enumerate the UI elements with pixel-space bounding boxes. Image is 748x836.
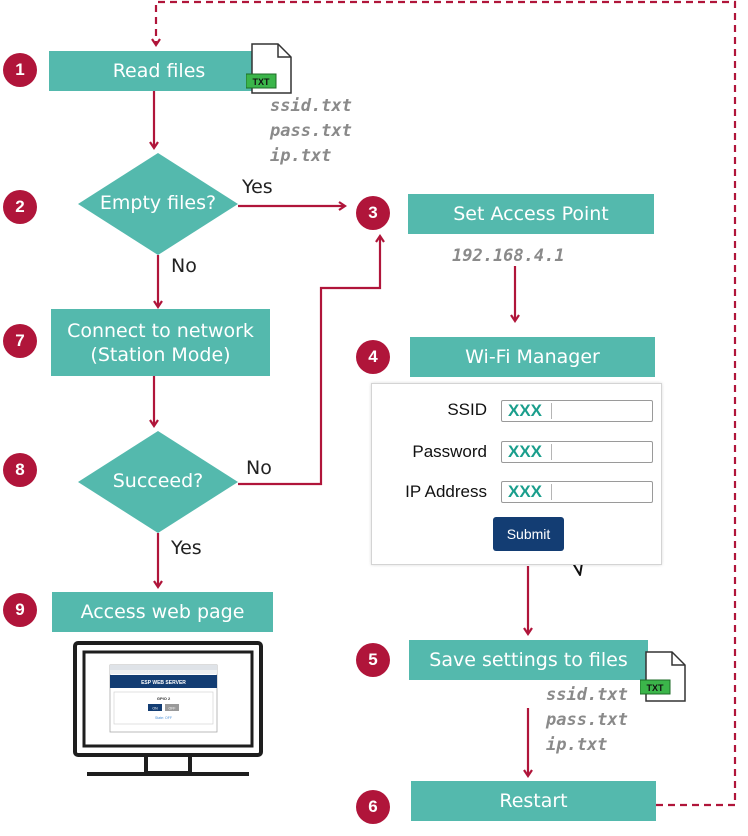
ip-address-caret [551, 484, 552, 500]
step-connect-to-network: Connect to network (Station Mode) [51, 309, 270, 376]
step-number-9: 9 [3, 593, 37, 627]
step-number-7: 7 [3, 324, 37, 358]
step-access-web-page: Access web page [52, 592, 273, 632]
ip-address-label: IP Address [405, 482, 487, 501]
step-number-8: 8 [3, 453, 37, 487]
edge-label-no-right: No [246, 457, 272, 479]
mini-page-gpio: GPIO 2 [157, 696, 171, 701]
ip-address-value: XXX [508, 482, 543, 501]
step-restart: Restart [411, 781, 656, 821]
ssid-label: SSID [447, 400, 487, 419]
decision-diamond-succeed [78, 431, 238, 533]
ip-address-input[interactable]: XXX [501, 481, 653, 503]
mini-page-off: OFF [169, 707, 176, 711]
ssid-value: XXX [508, 401, 543, 420]
files-list-bottom: ssid.txt pass.txt ip.txt [546, 685, 628, 755]
decision-diamond-empty-files [78, 153, 238, 255]
edge-label-yes-top: Yes [242, 176, 273, 198]
password-input[interactable]: XXX [501, 441, 653, 463]
monitor-illustration: ESP WEB SERVER GPIO 2 ON OFF State: OFF [73, 641, 263, 776]
arrow-8-no-to-3 [238, 234, 385, 486]
edge-label-no-left: No [171, 255, 197, 277]
decision-label-succeed: Succeed? [112, 470, 204, 492]
access-point-ip: 192.168.4.1 [452, 246, 565, 266]
step-set-access-point: Set Access Point [408, 194, 654, 234]
step-number-1: 1 [3, 53, 37, 87]
password-caret [551, 444, 552, 460]
step-wifi-manager: Wi-Fi Manager [410, 337, 655, 377]
step-read-files: Read files [49, 51, 269, 91]
password-value: XXX [508, 442, 543, 461]
files-list-top: ssid.txt pass.txt ip.txt [270, 96, 352, 166]
step-number-4: 4 [356, 340, 390, 374]
ssid-input[interactable]: XXX [501, 400, 653, 422]
step-number-2: 2 [3, 190, 37, 224]
step-number-6: 6 [356, 790, 390, 824]
mini-page-state: State: OFF [155, 716, 172, 720]
step-save-settings: Save settings to files [409, 640, 648, 680]
submit-button[interactable]: Submit [493, 517, 564, 551]
decision-label-empty-files: Empty files? [99, 192, 217, 214]
edge-label-yes-bottom: Yes [171, 537, 202, 559]
password-label: Password [412, 442, 487, 461]
step-number-5: 5 [356, 643, 390, 677]
svg-text:TXT: TXT [647, 683, 665, 693]
loop-back-dashed-line [151, 0, 737, 807]
svg-text:TXT: TXT [253, 77, 271, 87]
step-number-3: 3 [356, 196, 390, 230]
txt-file-icon-bottom: TXT [639, 651, 690, 708]
ssid-caret [551, 403, 552, 419]
wifi-manager-form: SSID XXX Password XXX IP Address XXX Sub… [371, 383, 662, 565]
mini-page-on: ON [152, 707, 158, 711]
mini-page-header: ESP WEB SERVER [141, 680, 186, 686]
txt-file-icon-top: TXT [245, 43, 296, 100]
